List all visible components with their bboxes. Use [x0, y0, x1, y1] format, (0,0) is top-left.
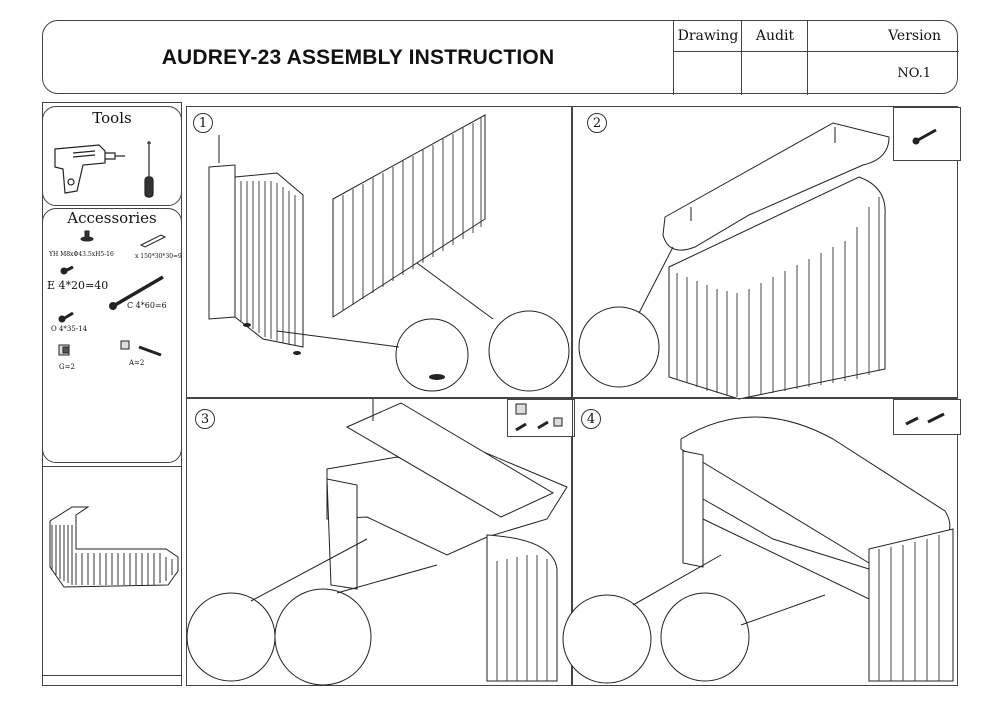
- step-3-illustration: [186, 399, 568, 686]
- step-1-panel: 1: [186, 106, 572, 398]
- title-block: AUDREY-23 ASSEMBLY INSTRUCTION Drawing A…: [42, 20, 959, 95]
- finished-desk-illustration: [49, 506, 179, 588]
- accessories-title: Accessories: [67, 209, 157, 227]
- version-label: Version: [808, 21, 959, 52]
- screwdriver-icon: [144, 141, 154, 198]
- tools-box: Tools: [42, 106, 182, 206]
- step-3-hardware-box: [507, 399, 575, 437]
- accessory-cam-label: G=2: [59, 363, 75, 371]
- drill-icon: [54, 144, 125, 194]
- accessory-bracket-label: x 150*30*30=9: [135, 253, 182, 260]
- drawing-label: Drawing: [674, 21, 742, 52]
- version-cell: Version NO.1: [807, 21, 959, 95]
- finished-product-panel: [42, 466, 182, 676]
- accessory-screw-o-label: O 4*35-14: [51, 325, 88, 333]
- step-2-illustration: [578, 122, 890, 400]
- accessory-foot-icon: [80, 230, 94, 242]
- accessory-foot-label: YH M8xΦ43.5xH5-16: [49, 251, 114, 258]
- step-3-hardware-icon: [515, 403, 563, 432]
- accessory-bracket-icon: [139, 234, 167, 248]
- drawing-cell: Drawing: [673, 21, 742, 95]
- audit-label: Audit: [742, 21, 808, 52]
- step-4-illustration: [562, 416, 954, 684]
- tools-title: Tools: [92, 109, 132, 127]
- accessory-screw-c-label: C 4*60=6: [127, 301, 167, 310]
- step-4-number: 4: [581, 409, 601, 429]
- accessory-bolt-label: A=2: [129, 359, 145, 367]
- step-4-hardware-box: [893, 399, 961, 435]
- accessory-screw-e-icon: [60, 265, 74, 275]
- step-3-panel: 3: [186, 398, 575, 686]
- accessory-screw-o-icon: [58, 311, 74, 323]
- step-2-number: 2: [587, 113, 607, 133]
- document-title: AUDREY-23 ASSEMBLY INSTRUCTION: [161, 46, 555, 69]
- accessory-bolt-icon: [120, 340, 162, 357]
- step-2-screw-icon: [912, 128, 937, 145]
- step-1-illustration: [208, 114, 570, 392]
- step-2-panel: 2: [572, 106, 961, 400]
- step-2-hardware-box: [893, 107, 961, 161]
- version-value: NO.1: [897, 65, 931, 81]
- audit-cell: Audit: [741, 21, 808, 95]
- accessory-screw-c-icon: [109, 275, 164, 310]
- accessories-box: Accessories YH M8xΦ43.5xH5-16 x 150*30*3…: [42, 208, 182, 463]
- accessory-screw-e-label: E 4*20=40: [47, 279, 109, 292]
- step-4-screw-icon: [905, 412, 945, 426]
- step-1-number: 1: [193, 113, 213, 133]
- step-3-number: 3: [195, 409, 215, 429]
- step-4-panel: 4: [562, 398, 961, 686]
- accessory-cam-icon: [58, 344, 70, 356]
